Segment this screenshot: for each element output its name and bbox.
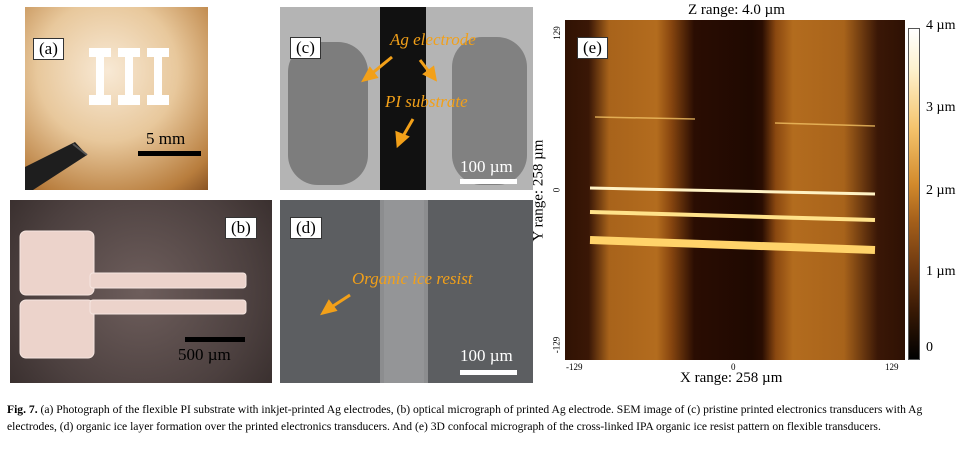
y-range-label: Y range: 258 µm [530,139,547,242]
tweezers [25,142,87,190]
x-tick-middle: 0 [731,362,736,372]
panel-d-arrow [320,293,351,316]
annotation-ag-electrode: Ag electrode [390,30,476,49]
panel-c-scale-label: 100 µm [460,157,513,176]
colorbar-tick-3: 3 µm [926,100,956,115]
colorbar [908,28,920,360]
colorbar-tick-0: 0 [926,340,933,355]
panel-a-drawing [25,48,169,190]
x-tick-right: 129 [885,362,899,372]
panel-b-drawing [19,230,247,359]
panel-e-drawing [589,116,876,254]
panel-c-sem: (c) Ag electrode PI substrate 100 µm [280,7,533,190]
panel-c-tag: (c) [290,37,321,59]
z-range-label: Z range: 4.0 µm [688,2,785,18]
caption-label: Fig. 7. [7,403,38,416]
electrode-pattern [89,48,169,105]
panel-b-tag: (b) [225,217,257,239]
panel-c-drawing [288,7,527,190]
panel-c-scalebar [460,179,517,184]
x-tick-left: -129 [566,362,583,372]
panel-b-micrograph: (b) 500 µm [10,200,272,383]
panel-e-tag: (e) [577,37,608,59]
panel-a-photo: (a) 5 mm [25,7,208,190]
x-range-label: X range: 258 µm [680,370,783,386]
caption-text: (a) Photograph of the flexible PI substr… [7,403,923,433]
panel-d-tag: (d) [290,217,322,239]
panel-d-scale-label: 100 µm [460,346,513,365]
colorbar-tick-1: 1 µm [926,264,956,279]
panel-c-arrows [361,55,438,149]
y-tick-bottom: -129 [551,336,562,354]
y-tick-top: 129 [551,26,562,40]
panel-a-scale-label: 5 mm [146,129,186,148]
panel-a-scalebar [138,151,201,156]
colorbar-tick-2: 2 µm [926,183,956,198]
colorbar-tick-4: 4 µm [926,18,956,33]
panel-b-scalebar [185,337,245,342]
figure-caption: Fig. 7. (a) Photograph of the flexible P… [7,401,955,435]
resist-lines [589,116,876,254]
electrode-shapes [19,230,247,359]
panel-a-tag: (a) [33,38,64,60]
panel-b-scale-label: 500 µm [178,345,231,364]
panel-e-confocal: (e) [565,20,905,360]
panel-d-sem: (d) Organic ice resist 100 µm [280,200,533,383]
panel-d-scalebar [460,370,517,375]
annotation-organic-ice-resist: Organic ice resist [352,269,473,288]
annotation-pi-substrate: PI substrate [385,92,468,111]
panel-d-drawing [380,200,428,383]
y-tick-middle: 0 [551,187,562,193]
